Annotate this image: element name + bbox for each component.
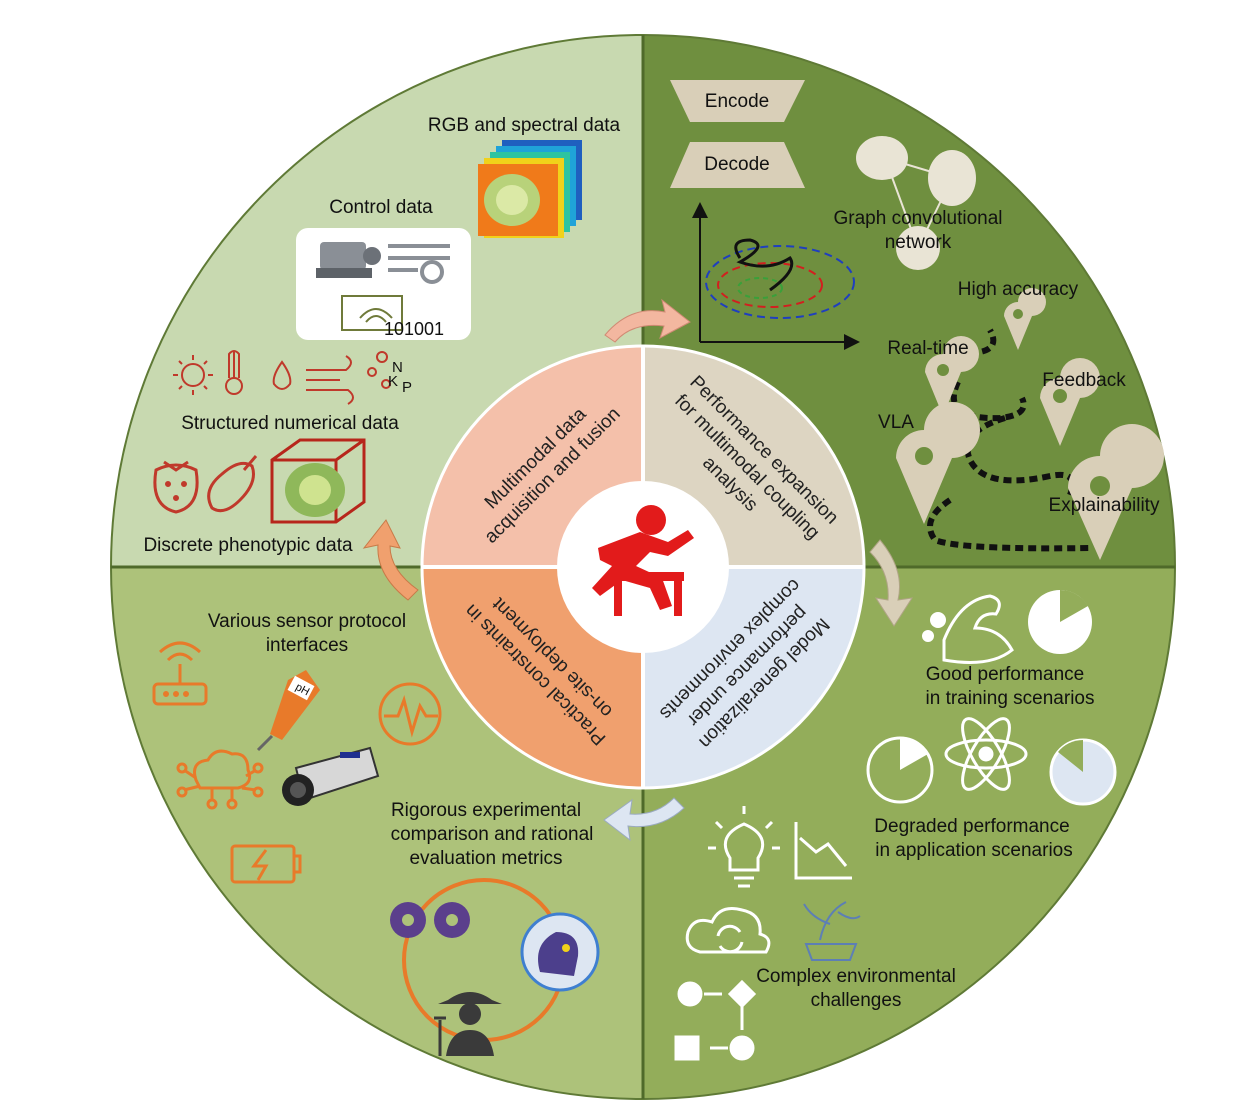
location-pin-icon bbox=[1040, 358, 1100, 446]
label-degraded-line2: in application scenarios bbox=[875, 840, 1073, 861]
label-real-time: Real-time bbox=[887, 338, 968, 359]
sun-icon bbox=[173, 355, 213, 395]
label-gcn-line2: network bbox=[885, 232, 952, 253]
ph-meter-icon bbox=[256, 670, 320, 752]
encoder-shape: Encode bbox=[670, 80, 805, 122]
location-pin-icons bbox=[896, 288, 1164, 560]
cycle-arrow-left bbox=[362, 519, 419, 601]
ai-head-icon bbox=[520, 912, 600, 992]
decoder-shape: Decode bbox=[670, 142, 805, 188]
location-pin-icon bbox=[1004, 288, 1046, 350]
label-rigorous-line1: Rigorous experimental bbox=[391, 800, 581, 821]
label-vla: VLA bbox=[878, 412, 914, 433]
environment-icons bbox=[173, 350, 391, 405]
label-sensor-line2: interfaces bbox=[266, 635, 348, 656]
label-complex-line2: challenges bbox=[811, 990, 902, 1011]
label-degraded-line1: Degraded performance bbox=[874, 816, 1069, 837]
eggplant-icon bbox=[207, 455, 258, 513]
graph-network-icon bbox=[856, 136, 976, 270]
camera-icon bbox=[282, 746, 380, 806]
encode-label: Encode bbox=[705, 91, 769, 112]
label-complex-line1: Complex environmental bbox=[756, 966, 956, 987]
label-high-accuracy: High accuracy bbox=[958, 279, 1079, 300]
gear-icon bbox=[922, 612, 946, 642]
location-pin-icon bbox=[896, 402, 980, 524]
location-pin-icon bbox=[1068, 424, 1164, 560]
inner-ring bbox=[420, 344, 866, 790]
declining-chart-icon bbox=[794, 822, 852, 880]
label-rigorous-line3: evaluation metrics bbox=[409, 848, 562, 869]
pie-icon bbox=[866, 736, 934, 804]
cycle-arrow-right bbox=[869, 539, 914, 627]
lightbulb-icon bbox=[708, 806, 780, 888]
pie-icon bbox=[1028, 589, 1092, 654]
battery-icon bbox=[230, 844, 302, 884]
ai-network-icon bbox=[176, 749, 264, 810]
label-gcn-line1: Graph convolutional bbox=[834, 208, 1003, 229]
ph-label: pH bbox=[293, 681, 311, 698]
spectral-cube-icon bbox=[478, 140, 582, 238]
label-good-perf-line1: Good performance bbox=[926, 664, 1084, 685]
farmer-icon bbox=[434, 992, 502, 1056]
label-rgb-spectral: RGB and spectral data bbox=[428, 115, 621, 136]
label-discrete-phenotypic: Discrete phenotypic data bbox=[143, 535, 353, 556]
signal-card-icon bbox=[341, 295, 403, 331]
label-sensor-line1: Various sensor protocol bbox=[208, 611, 406, 632]
pump-icon bbox=[316, 242, 381, 278]
roadmap-path bbox=[927, 328, 1091, 552]
pipe-machine-icon bbox=[388, 244, 450, 284]
cycle-arrow-bottom bbox=[603, 797, 685, 842]
wind-icon bbox=[306, 355, 354, 405]
nutrient-dots-icon bbox=[367, 351, 391, 389]
atom-icon bbox=[944, 717, 1028, 791]
center-circle bbox=[557, 481, 729, 653]
decode-label: Decode bbox=[704, 154, 770, 175]
muscle-arm-icon bbox=[942, 594, 1014, 664]
clustering-plot-icon bbox=[692, 202, 860, 350]
nutrient-n: N bbox=[392, 359, 403, 376]
label-control-data: Control data bbox=[329, 197, 433, 218]
location-pin-icon bbox=[925, 336, 979, 416]
nutrient-k: K bbox=[388, 373, 398, 390]
droplet-icon bbox=[272, 360, 292, 390]
thermometer-icon bbox=[225, 350, 243, 395]
label-feedback: Feedback bbox=[1042, 370, 1126, 391]
label-rigorous-line2: comparison and rational bbox=[391, 824, 594, 845]
hurdler-icon bbox=[592, 505, 694, 616]
cloud-sync-icon bbox=[685, 907, 771, 954]
router-icon bbox=[152, 641, 208, 706]
cycle-arrow-top bbox=[604, 298, 691, 343]
pie-icon bbox=[1049, 738, 1117, 806]
nutrient-p: P bbox=[402, 379, 412, 396]
waveform-icon bbox=[378, 682, 442, 746]
strawberry-icon bbox=[153, 460, 199, 514]
binary-code-text: 101001 bbox=[384, 319, 444, 339]
flowchart-icon bbox=[674, 979, 757, 1061]
plant-icon bbox=[803, 901, 861, 961]
label-explainability: Explainability bbox=[1049, 495, 1160, 516]
label-good-perf-line2: in training scenarios bbox=[926, 688, 1095, 709]
label-structured-numerical: Structured numerical data bbox=[181, 413, 399, 434]
phenotype-cube-icon bbox=[270, 438, 366, 524]
